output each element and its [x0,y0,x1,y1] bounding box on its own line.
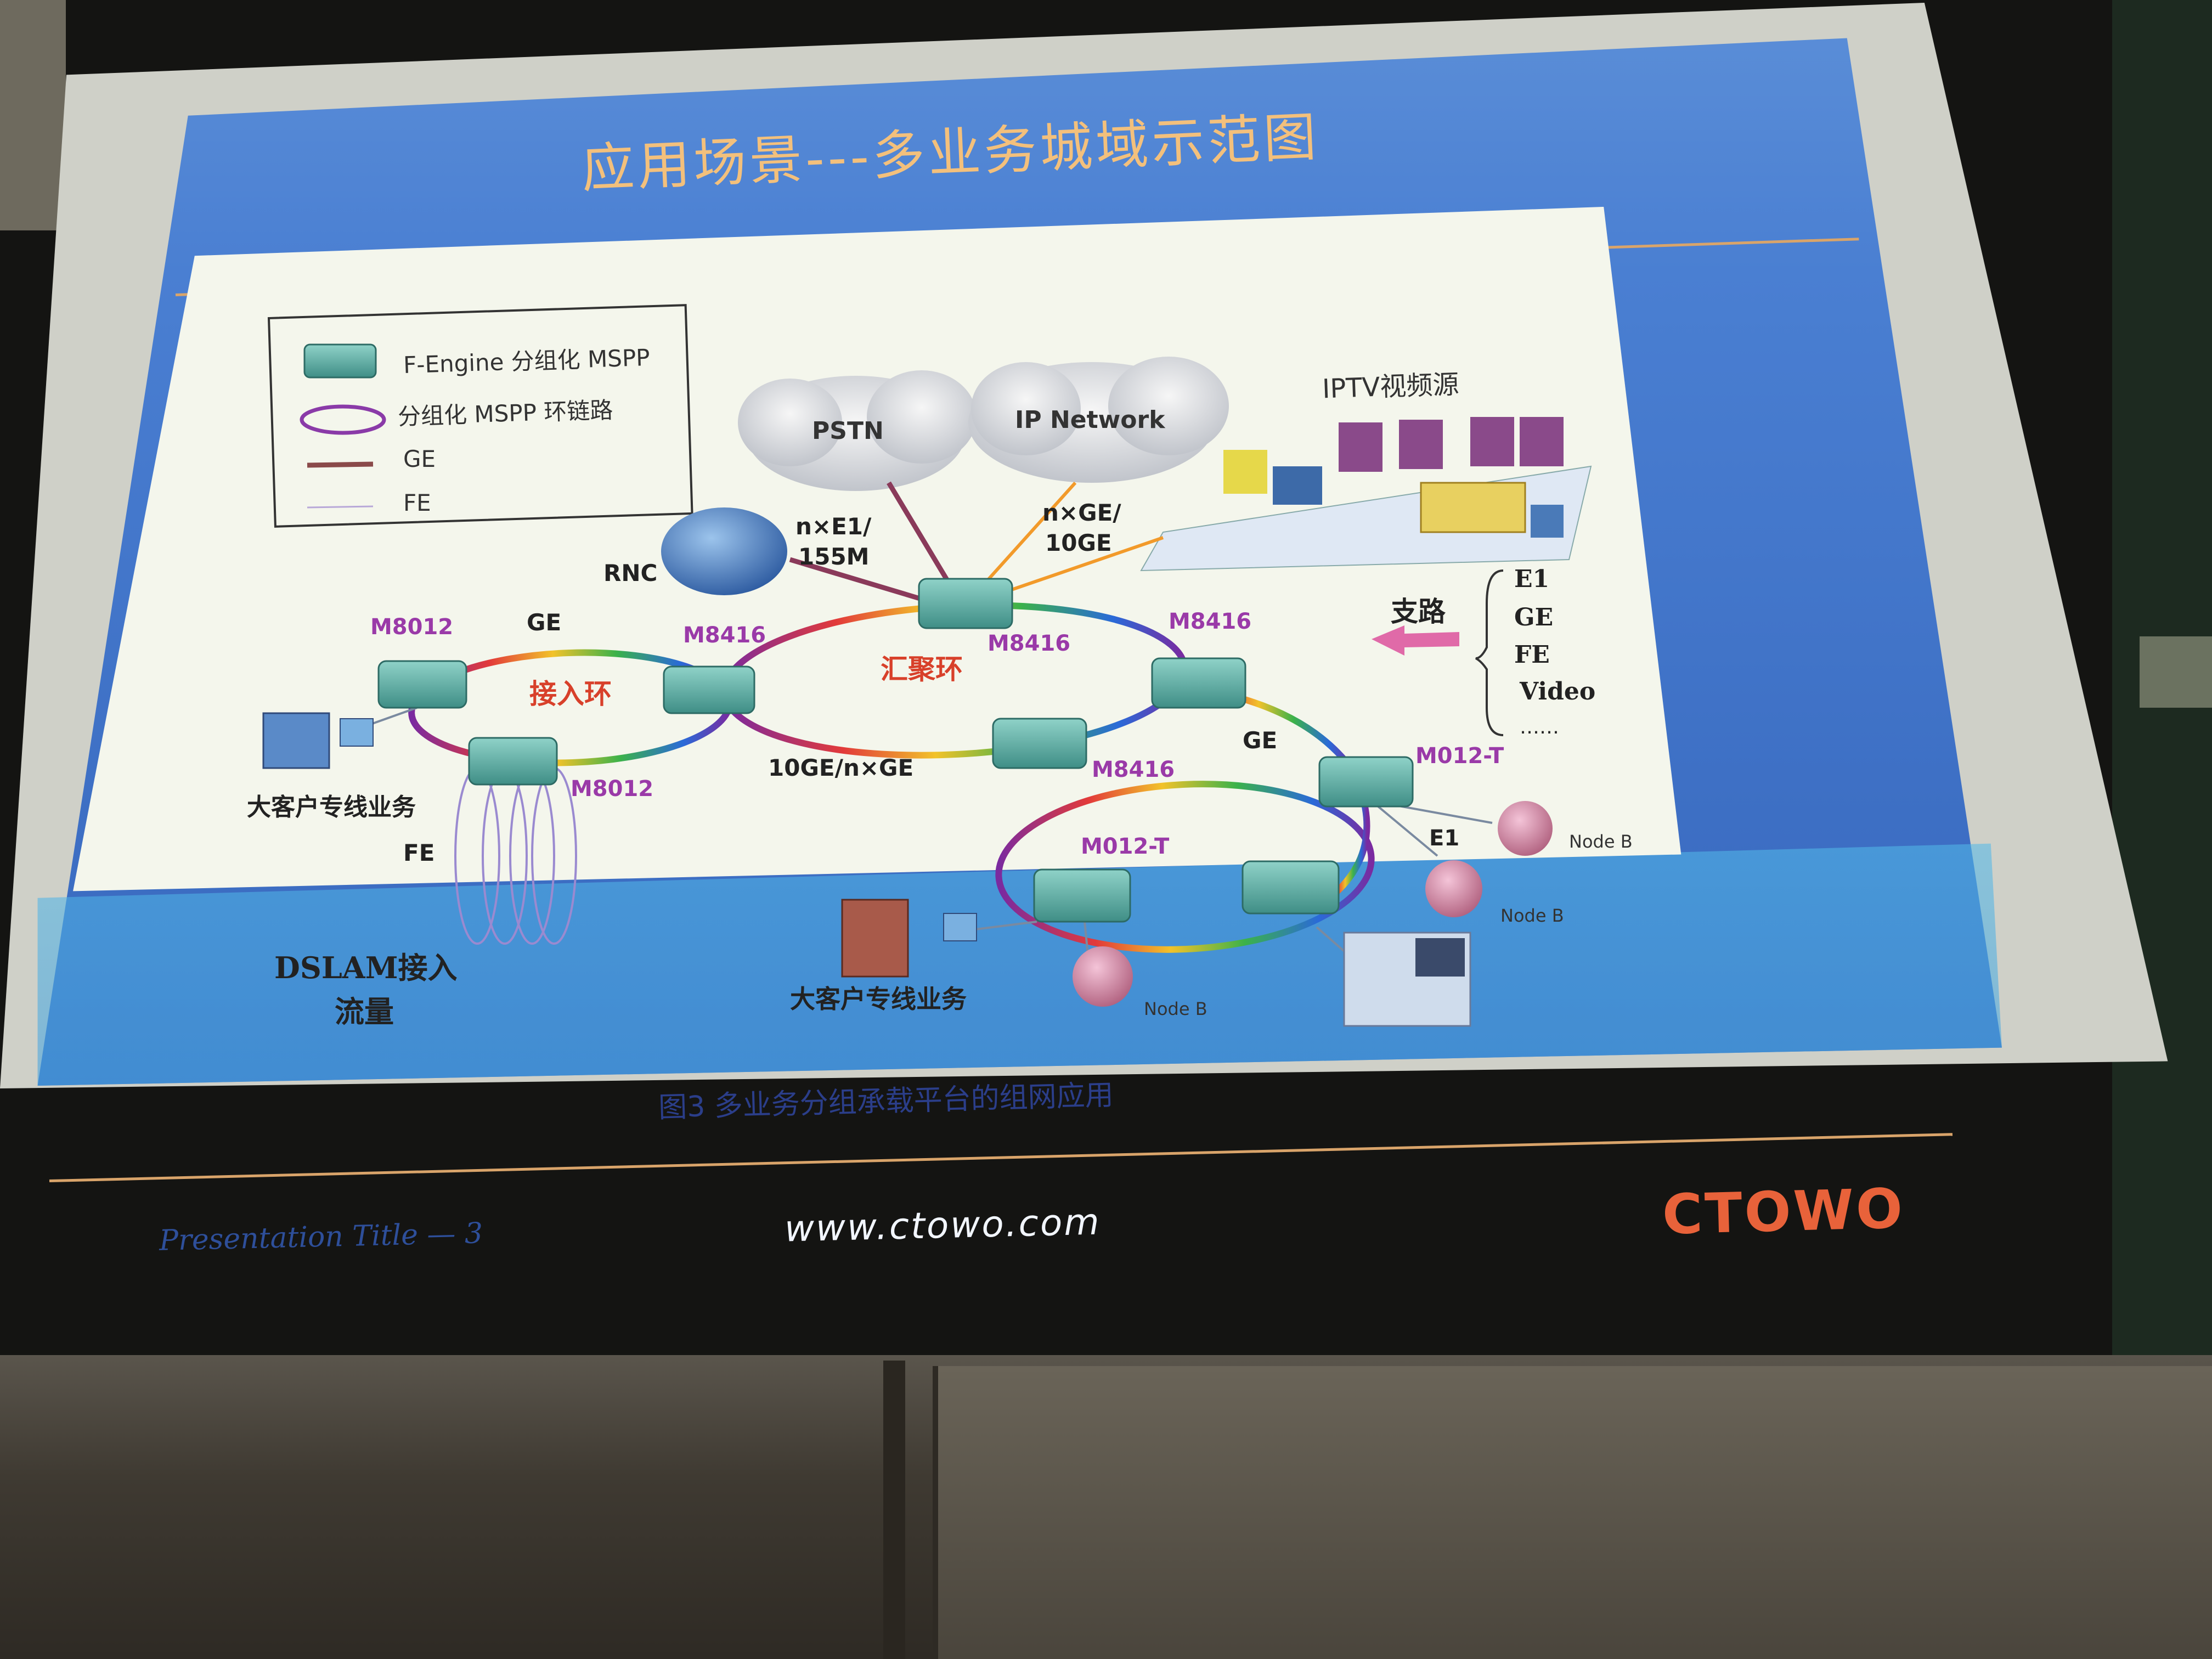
switch-icon [992,718,1087,769]
window-frame [0,0,66,230]
switch-icon [468,737,558,786]
e1-label: E1 [1429,826,1460,851]
aggregation-ring-label: 汇聚环 [881,653,963,685]
branch-arrow-icon [1372,625,1459,656]
pstn-label: PSTN [812,417,884,445]
link-ge-label: n×GE/ [1042,499,1121,526]
fe-label: FE [403,839,435,866]
link-10ge-nge-label: 10GE/n×GE [768,754,914,781]
ip-network-label: IP Network [1015,406,1165,434]
m012t-label: M012-T [1415,743,1504,769]
switch-icon [1151,657,1246,709]
m8012-label: M8012 [571,776,654,802]
ip-network-cloud-icon [968,357,1229,483]
switch-icon [1318,756,1414,808]
dslam-label: DSLAM接入 [274,950,458,985]
legend [267,304,693,528]
building-icon [841,899,977,978]
nodeb-label: Node B [1500,905,1564,926]
legend-ring-icon [300,404,386,435]
nodeb-icon [1498,801,1553,856]
legend-switch-icon [303,343,377,379]
switch-icon [1242,860,1340,915]
iptv-label: IPTV视频源 [1322,369,1460,405]
nodeb-label: Node B [1144,998,1207,1019]
m012t-label: M012-T [1081,834,1170,859]
cabinet-edge [883,1361,905,1659]
big-customer-label: 大客户专线业务 [247,793,416,821]
m8416-label: M8416 [1169,609,1252,634]
link-155m-label: 155M [798,543,870,570]
branch-item-ge: GE [1514,603,1554,631]
link-e1-label: n×E1/ [795,513,872,540]
m8416-label: M8416 [1092,757,1175,782]
ge-label: GE [1243,727,1278,754]
ge-label: GE [527,609,562,636]
switch-icon [663,665,755,714]
network-diagram [262,304,1592,1027]
branch-label: 支路 [1391,596,1446,628]
rnc-label: RNC [603,560,658,586]
legend-label-fe: FE [403,489,431,516]
m8012-label: M8012 [370,614,454,640]
m8416-label: M8416 [988,631,1071,656]
legend-label-ge: GE [403,445,436,472]
big-customer-label: 大客户专线业务 [790,984,967,1014]
link-10ge-label: 10GE [1045,529,1112,556]
dslam-label-2: 流量 [335,995,394,1029]
access-ring-label: 接入环 [529,678,612,710]
iptv-server-icon [1140,417,1592,572]
legend-label-ring: 分组化 MSPP 环链路 [397,396,614,431]
lower-ring [995,781,1375,953]
cabinet [933,1366,2212,1659]
ctowo-logo: CTOWO [1661,1176,1906,1247]
branch-item-more: …… [1520,716,1559,738]
nodeb-icon [1073,946,1133,1007]
nodeb-label: Node B [1569,831,1633,852]
branch-item-fe: FE [1514,641,1550,669]
switch-icon [1033,868,1131,923]
fe-loops [454,767,577,945]
switch-icon [377,660,467,709]
legend-fe-line [307,505,374,509]
branch-item-e1: E1 [1514,565,1550,593]
m8416-label: M8416 [683,623,766,648]
building-icon [262,712,374,769]
video-terminal-icon [1343,932,1471,1027]
footer-url: www.ctowo.com [784,1200,1102,1250]
switch-icon [918,578,1013,629]
branch-brace [1475,569,1504,736]
legend-ge-line [307,461,374,468]
pstn-cloud-icon [738,370,977,491]
branch-item-video: Video [1520,678,1596,706]
nodeb-icon [1425,860,1482,917]
rnc-globe-icon [661,507,787,595]
blackboard-strip [2140,636,2212,708]
